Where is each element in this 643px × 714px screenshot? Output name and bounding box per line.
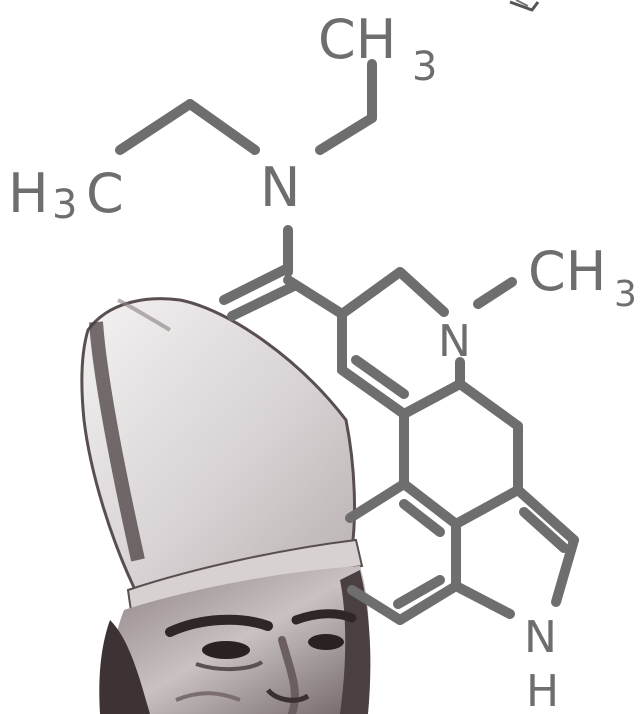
ch3-top-subscript: 3	[412, 44, 437, 90]
bond-ring-d-1	[337, 267, 405, 319]
bond-ring-a-1-double	[399, 499, 445, 537]
bond-ring-a-5	[347, 585, 405, 625]
bond-ring-a-4	[395, 581, 461, 625]
bond-ring-a-4-double	[393, 575, 445, 609]
bond-carbonyl-double-2	[227, 281, 299, 321]
bond-ethyl-top-1	[315, 113, 377, 155]
bond-ring-a-2	[345, 479, 409, 523]
h3c-left-subscript: 3	[52, 182, 77, 228]
bond-ring-c-4	[451, 485, 523, 529]
ch3-top-label: CH	[318, 8, 396, 71]
ch3-right-subscript: 3	[614, 274, 637, 315]
bond-n-methyl	[473, 277, 517, 309]
mitre-shadow	[89, 321, 145, 562]
bond-ethyl-left-2	[185, 99, 260, 155]
bond-ring-b-1	[513, 485, 579, 545]
sketch-fragment-icon	[509, 0, 540, 12]
bond-ring-d-5	[399, 379, 465, 419]
bishop-portrait-illustration	[80, 297, 371, 714]
bond-ring-d-4	[337, 365, 409, 419]
amide-n-label: N	[260, 156, 300, 219]
face-shape	[109, 566, 370, 714]
molecule-bonds	[115, 59, 579, 625]
bond-ring-d-4-double	[351, 355, 409, 399]
bond-ring-b-3	[451, 581, 515, 619]
atom-labels: CH 3 H 3 C N N CH 3 N H	[8, 8, 637, 714]
bond-ring-d-2	[395, 267, 449, 317]
bond-carbonyl-double-1	[219, 265, 289, 305]
nh-n-label: N	[524, 612, 557, 663]
h3c-left-h: H	[8, 162, 49, 225]
nh-h-label: H	[526, 666, 559, 714]
h3c-left-c: C	[86, 162, 124, 225]
bond-ring-a-1	[399, 479, 461, 529]
bond-ring-b-2	[551, 535, 579, 607]
ring-n-label: N	[438, 316, 471, 367]
bond-carbonyl-ring	[283, 275, 347, 319]
bond-ethyl-left-1	[115, 99, 195, 155]
ch3-right-label: CH	[528, 240, 606, 303]
bond-ring-b-1-double	[519, 507, 569, 553]
bond-ring-c-1	[455, 379, 523, 431]
